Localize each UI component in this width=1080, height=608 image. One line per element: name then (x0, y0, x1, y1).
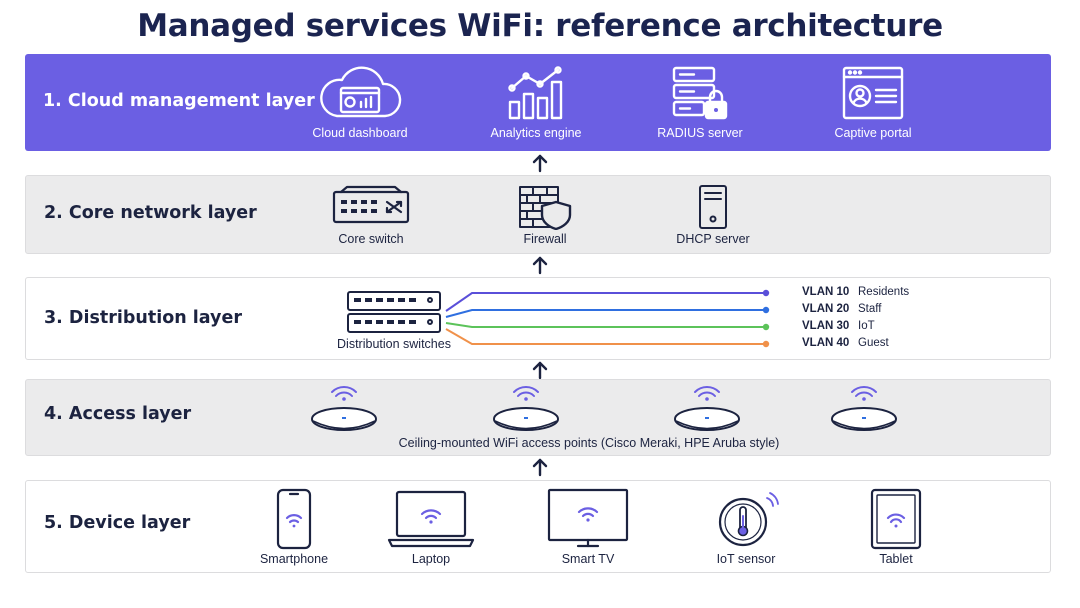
vlan-entry: VLAN 10 Residents (802, 286, 909, 298)
layer-label: 3. Distribution layer (44, 308, 242, 328)
up-arrow-icon (532, 256, 548, 275)
analytics-engine-label: Analytics engine (490, 126, 582, 140)
distribution-switches-icon (347, 291, 441, 333)
distribution-switches-label: Distribution switches (337, 337, 451, 351)
vlan-entry: VLAN 30 IoT (802, 320, 875, 332)
firewall-icon (519, 186, 572, 230)
analytics-engine-node: Analytics engine (471, 64, 601, 140)
smartphone-icon (276, 488, 312, 550)
page-title: Managed services WiFi: reference archite… (137, 8, 943, 44)
vlan-trunk-lines (445, 289, 770, 348)
radius-server-label: RADIUS server (657, 126, 743, 140)
cloud-dashboard-label: Cloud dashboard (312, 126, 408, 140)
vlan-name: Staff (858, 303, 882, 315)
cloud-dashboard-icon (320, 66, 402, 118)
layer-label: 2. Core network layer (44, 203, 257, 223)
vlan-name: Guest (858, 337, 889, 349)
access-point-icon (674, 386, 740, 431)
laptop-label: Laptop (411, 552, 451, 566)
vlan-40-dot (762, 340, 770, 348)
dhcp-server-node: DHCP server (648, 184, 778, 246)
vlan-id: VLAN 10 (802, 286, 850, 298)
core-switch-icon (332, 185, 410, 224)
vlan-30-line (445, 322, 766, 328)
up-arrow-icon (532, 361, 548, 380)
smart-tv-node: Smart TV (538, 488, 638, 566)
firewall-node: Firewall (480, 184, 610, 246)
iot-sensor-icon (718, 492, 779, 547)
access-points-caption: Ceiling-mounted WiFi access points (Cisc… (398, 436, 780, 450)
captive-portal-icon (842, 66, 904, 120)
vlan-10-line (445, 292, 766, 312)
distribution-switches-node: Distribution switches (326, 288, 462, 351)
smartphone-label: Smartphone (259, 552, 329, 566)
vlan-id: VLAN 30 (802, 320, 850, 332)
vlan-20-line (445, 309, 766, 318)
dhcp-server-icon (699, 185, 727, 229)
cloud-dashboard-node: Cloud dashboard (295, 64, 425, 140)
layer-label: 1. Cloud management layer (43, 91, 315, 111)
vlan-name: Residents (858, 286, 910, 298)
smartphone-node: Smartphone (244, 488, 344, 566)
core-switch-node: Core switch (306, 184, 436, 246)
iot-sensor-label: IoT sensor (716, 552, 776, 566)
core-switch-label: Core switch (338, 232, 404, 246)
smart-tv-icon (547, 488, 629, 548)
up-arrow-icon (532, 154, 548, 173)
analytics-chart-icon (508, 66, 563, 120)
cloud-management-layer: 1. Cloud management layer Cloud dashboar… (25, 54, 1051, 151)
access-point-icon (493, 386, 559, 431)
tablet-label: Tablet (879, 552, 913, 566)
vlan-id: VLAN 40 (802, 337, 850, 349)
vlan-30-dot (762, 323, 770, 331)
captive-portal-node: Captive portal (808, 64, 938, 140)
core-network-layer: 2. Core network layer Core switch (25, 175, 1051, 254)
iot-sensor-node: IoT sensor (696, 488, 796, 566)
device-layer: 5. Device layer Smartphone Laptop (25, 480, 1051, 573)
vlan-10-dot (762, 289, 770, 297)
access-layer: 4. Access layer Ceiling-mounted WiFi acc… (25, 379, 1051, 456)
firewall-label: Firewall (523, 232, 567, 246)
laptop-icon (387, 490, 475, 548)
laptop-node: Laptop (381, 488, 481, 566)
vlan-id: VLAN 20 (802, 303, 850, 315)
access-point-icon (311, 386, 377, 431)
tablet-icon (870, 488, 922, 550)
vlan-40-line (445, 328, 766, 345)
captive-portal-label: Captive portal (834, 126, 912, 140)
smart-tv-label: Smart TV (561, 552, 615, 566)
access-point-icon (831, 386, 897, 431)
server-lock-icon (672, 66, 728, 120)
vlan-entry: VLAN 40 Guest (802, 337, 889, 349)
layer-label: 4. Access layer (44, 404, 192, 424)
dhcp-server-label: DHCP server (676, 232, 750, 246)
up-arrow-icon (532, 458, 548, 477)
vlan-name: IoT (858, 320, 875, 332)
tablet-node: Tablet (846, 488, 946, 566)
radius-server-node: RADIUS server (635, 64, 765, 140)
vlan-entry: VLAN 20 Staff (802, 303, 881, 315)
distribution-layer: 3. Distribution layer Distribution switc… (25, 277, 1051, 360)
layer-label: 5. Device layer (44, 513, 191, 533)
vlan-20-dot (762, 306, 770, 314)
